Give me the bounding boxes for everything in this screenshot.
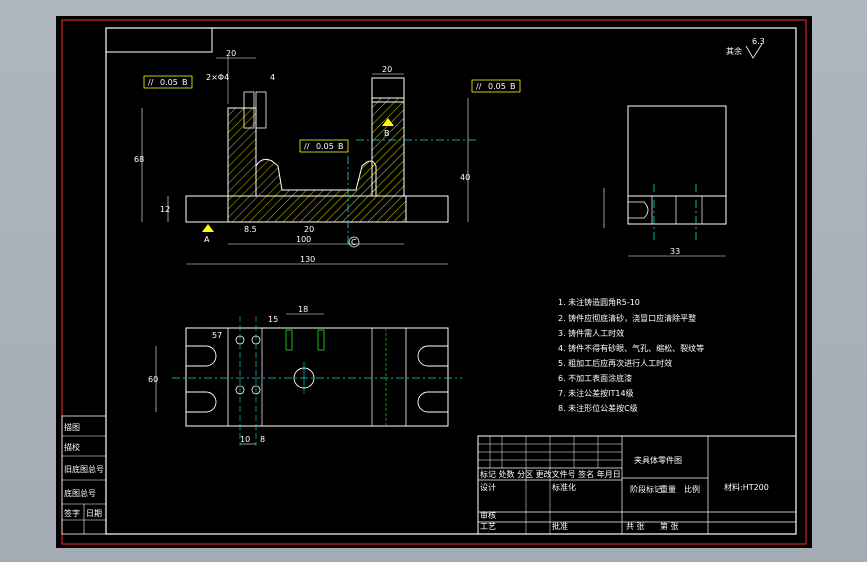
tb-approve: 批准 [552,521,568,531]
dim-front-top20: 20 [226,49,236,58]
tb-process: 工艺 [480,522,496,531]
strip-3: 旧底图总号 [64,464,104,474]
tb-review: 审核 [480,510,496,520]
front-section-view: 130 100 8.5 20 20 20 68 40 12 2×Φ4 4 [134,49,521,265]
dim-front-h12: 12 [160,205,170,214]
tolerance-3-value: 0.05 [488,82,506,91]
tb-sheet-no: 第 张 [660,521,679,531]
left-strip: 描图 描校 旧底图总号 底图总号 签字 日期 [61,415,107,535]
dim-front-top20b: 20 [382,65,392,74]
dim-front-w20: 20 [304,225,314,234]
svg-text:C: C [351,238,357,247]
strip-4: 底图总号 [64,488,96,498]
drawing-sheet: 其余 6.3 [56,16,812,548]
svg-text://: // [304,142,310,151]
title-block: 夹具体零件图 材料:HT200 标记 处数 分区 更改文件号 签名 年月日 设计… [477,435,797,535]
inner-frame [105,27,797,535]
tolerance-1-value: 0.05 [160,78,178,87]
dim-ref-2x4: 2×Φ4 [206,73,229,82]
roughness-value: 6.3 [752,37,765,46]
technical-notes: 1. 未注铸造圆角R5-10 2. 铸件应彻底清砂，浇冒口应清除平整 3. 铸件… [558,297,704,413]
datum-marker-a: A [202,224,214,244]
plan-view: 18 15 10 8 60 57 [148,305,462,446]
dim-plan-18: 18 [298,305,308,314]
code-box [105,27,213,53]
note-1: 1. 未注铸造圆角R5-10 [558,297,640,307]
tb-design: 设计 [480,482,496,492]
tb-standard: 标准化 [552,482,576,492]
cad-drawing: 其余 6.3 [61,19,807,545]
svg-text:B: B [384,129,390,138]
dim-plan-10: 10 [240,435,250,444]
dim-front-total: 130 [300,255,315,264]
note-2: 2. 铸件应彻底清砂，浇冒口应清除平整 [558,313,696,323]
strip-2: 描校 [64,442,80,452]
tolerance-2-datum: B [338,142,344,151]
dim-plan-57: 57 [212,331,222,340]
drawing-title: 夹具体零件图 [634,455,682,465]
tolerance-frame-3: // 0.05 B [471,79,521,93]
roughness-symbol: 其余 6.3 [726,37,765,59]
svg-text://: // [476,82,482,91]
outer-frame [61,19,807,545]
note-7: 7. 未注公差按IT14级 [558,388,634,398]
tolerance-3-datum: B [510,82,516,91]
roughness-label: 其余 [726,46,742,56]
strip-6: 日期 [86,509,102,518]
dim-plan-8: 8 [260,435,265,444]
tolerance-frame-2: // 0.05 B [299,139,349,153]
tolerance-2-value: 0.05 [316,142,334,151]
datum-marker-c: C [348,236,360,248]
dim-side-width: 33 [670,247,680,256]
note-4: 4. 铸件不得有砂眼、气孔、缩松、裂纹等 [558,343,704,353]
tolerance-1-datum: B [182,78,188,87]
note-6: 6. 不加工表面涂底漆 [558,373,632,383]
tb-weight: 重量 [660,484,676,494]
svg-text:A: A [204,235,210,244]
dim-front-inner: 100 [296,235,311,244]
side-view: 33 [603,105,727,257]
note-3: 3. 铸件需人工时效 [558,328,624,338]
datum-marker-b: B [382,118,394,138]
dim-plan-60: 60 [148,375,158,384]
svg-text://: // [148,78,154,87]
tb-stage: 阶段标记 [630,484,662,494]
dim-plan-15: 15 [268,315,278,324]
dim-front-slot: 8.5 [244,225,257,234]
tb-row1: 标记 处数 分区 更改文件号 签名 年月日 [480,469,621,479]
tb-scale: 比例 [684,484,700,494]
note-8: 8. 未注形位公差按C级 [558,403,638,413]
tb-sheets: 共 张 [626,522,645,531]
tolerance-frame-1: // 0.05 B [143,75,193,89]
note-5: 5. 粗加工后应再次进行人工时效 [558,358,672,368]
material-label: 材料:HT200 [724,482,769,492]
strip-5: 签字 [64,508,80,518]
dim-front-h68: 68 [134,155,144,164]
dim-ref-4: 4 [270,73,275,82]
strip-1: 描图 [64,422,80,432]
dim-front-h40: 40 [460,173,470,182]
